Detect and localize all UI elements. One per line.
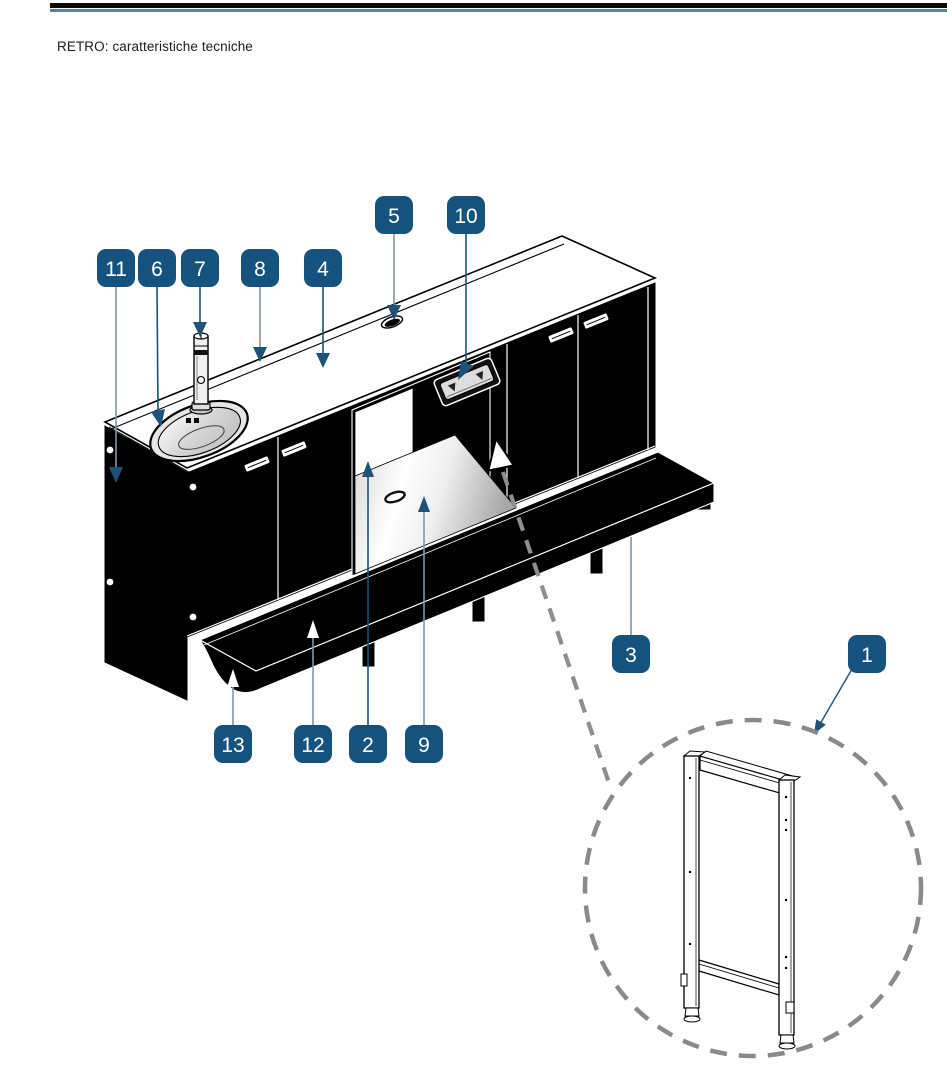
drain-hole-drawing [384,490,406,504]
svg-text:10: 10 [454,205,477,228]
top-bar [50,3,947,8]
svg-text:3: 3 [625,644,637,667]
detail-callout [486,436,924,1059]
callout-9: 9 [405,725,443,763]
callout-5: 5 [375,196,413,234]
door-handle [547,326,575,344]
bay-floor-drawing [354,434,517,575]
drip-tray-drawing [433,357,501,407]
arrowhead-2 [362,461,374,477]
svg-text:1: 1 [861,644,873,667]
callout-3: 3 [612,635,650,673]
arrowhead-13 [227,669,239,687]
detail-leader-line [501,471,612,787]
open-bay-drawing [351,351,517,577]
svg-text:13: 13 [221,734,244,757]
svg-text:6: 6 [151,258,163,281]
callout-12: 12 [294,725,332,763]
leg-frame-drawing [680,750,802,1050]
arrowhead-9 [418,496,430,512]
leader-line-1 [819,668,853,725]
callout-leaders [109,234,853,734]
callout-10: 10 [447,196,485,234]
top-bar-accent-line [50,9,947,12]
svg-text:11: 11 [105,258,127,281]
callout-boxes: 11 6 7 8 4 5 1 [97,196,886,763]
svg-text:12: 12 [301,734,324,757]
callout-7: 7 [181,249,219,287]
door-handle [280,440,308,458]
callout-11: 11 [97,249,135,287]
detail-circle [582,717,924,1059]
svg-text:5: 5 [388,205,400,228]
leader-line-6 [156,286,159,413]
callout-4: 4 [304,249,342,287]
arrowhead-11 [109,467,123,483]
bottom-shelf-drawing [198,451,716,694]
arrowhead-5 [387,305,401,320]
arrowhead-7 [193,322,207,337]
door-handle [582,312,610,330]
svg-text:9: 9 [418,734,430,757]
callout-13: 13 [214,725,252,763]
callout-2: 2 [349,725,387,763]
arrowhead-4 [316,353,330,368]
callout-6: 6 [138,249,176,287]
arrowhead-8 [253,347,267,362]
insertion-arrow [486,436,516,472]
svg-text:4: 4 [317,258,329,281]
arrowhead-6 [151,409,165,427]
callout-8: 8 [241,249,279,287]
svg-text:2: 2 [362,734,374,757]
countertop-hole-drawing [380,315,404,329]
svg-text:7: 7 [194,258,206,281]
callout-1: 1 [848,635,886,673]
sink-overflow-drawing [186,418,199,423]
faucet-drawing [189,332,213,415]
counter-unit-drawing [103,235,716,701]
page-title: RETRO: caratteristiche tecniche [57,39,253,54]
svg-text:8: 8 [254,258,266,281]
sink-drawing [149,399,249,463]
arrowhead-10 [458,361,474,380]
arrowhead-12 [307,620,319,638]
door-handle [243,455,271,473]
